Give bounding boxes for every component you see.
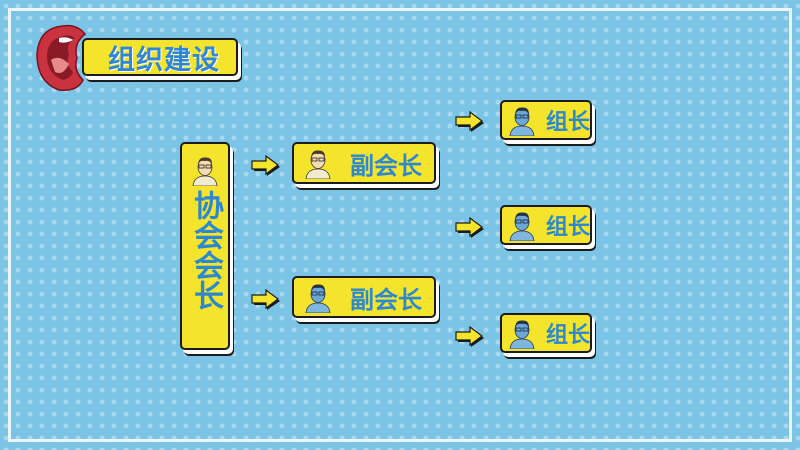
president-label: 协会会长 [188,190,223,310]
group-leader-box: 组长 [500,205,592,245]
person-avatar-icon [508,104,536,136]
group-leader-label: 组长 [546,323,591,348]
vice-president-box: 副会长 [292,276,436,318]
arrow-right-icon [251,289,283,311]
lips-icon [36,24,87,92]
person-avatar-icon [508,209,536,241]
vice-president-box: 副会长 [292,142,436,184]
president-box: 协会会长 [180,142,230,350]
person-avatar-icon [304,281,332,313]
vice-president-label: 副会长 [350,151,422,180]
group-leader-box: 组长 [500,100,592,140]
group-leader-label: 组长 [546,215,591,240]
arrow-right-icon [455,217,487,239]
group-leader-label: 组长 [546,110,591,135]
person-avatar-icon [191,154,219,186]
group-leader-box: 组长 [500,313,592,353]
vice-president-label: 副会长 [350,285,422,314]
person-avatar-icon [304,147,332,179]
person-avatar-icon [508,317,536,349]
arrow-right-icon [455,326,487,348]
arrow-right-icon [455,111,487,133]
slide-frame [8,8,792,442]
section-title: 组织建设 [82,38,238,76]
section-title-text: 组织建设 [108,44,220,76]
arrow-right-icon [251,155,283,177]
